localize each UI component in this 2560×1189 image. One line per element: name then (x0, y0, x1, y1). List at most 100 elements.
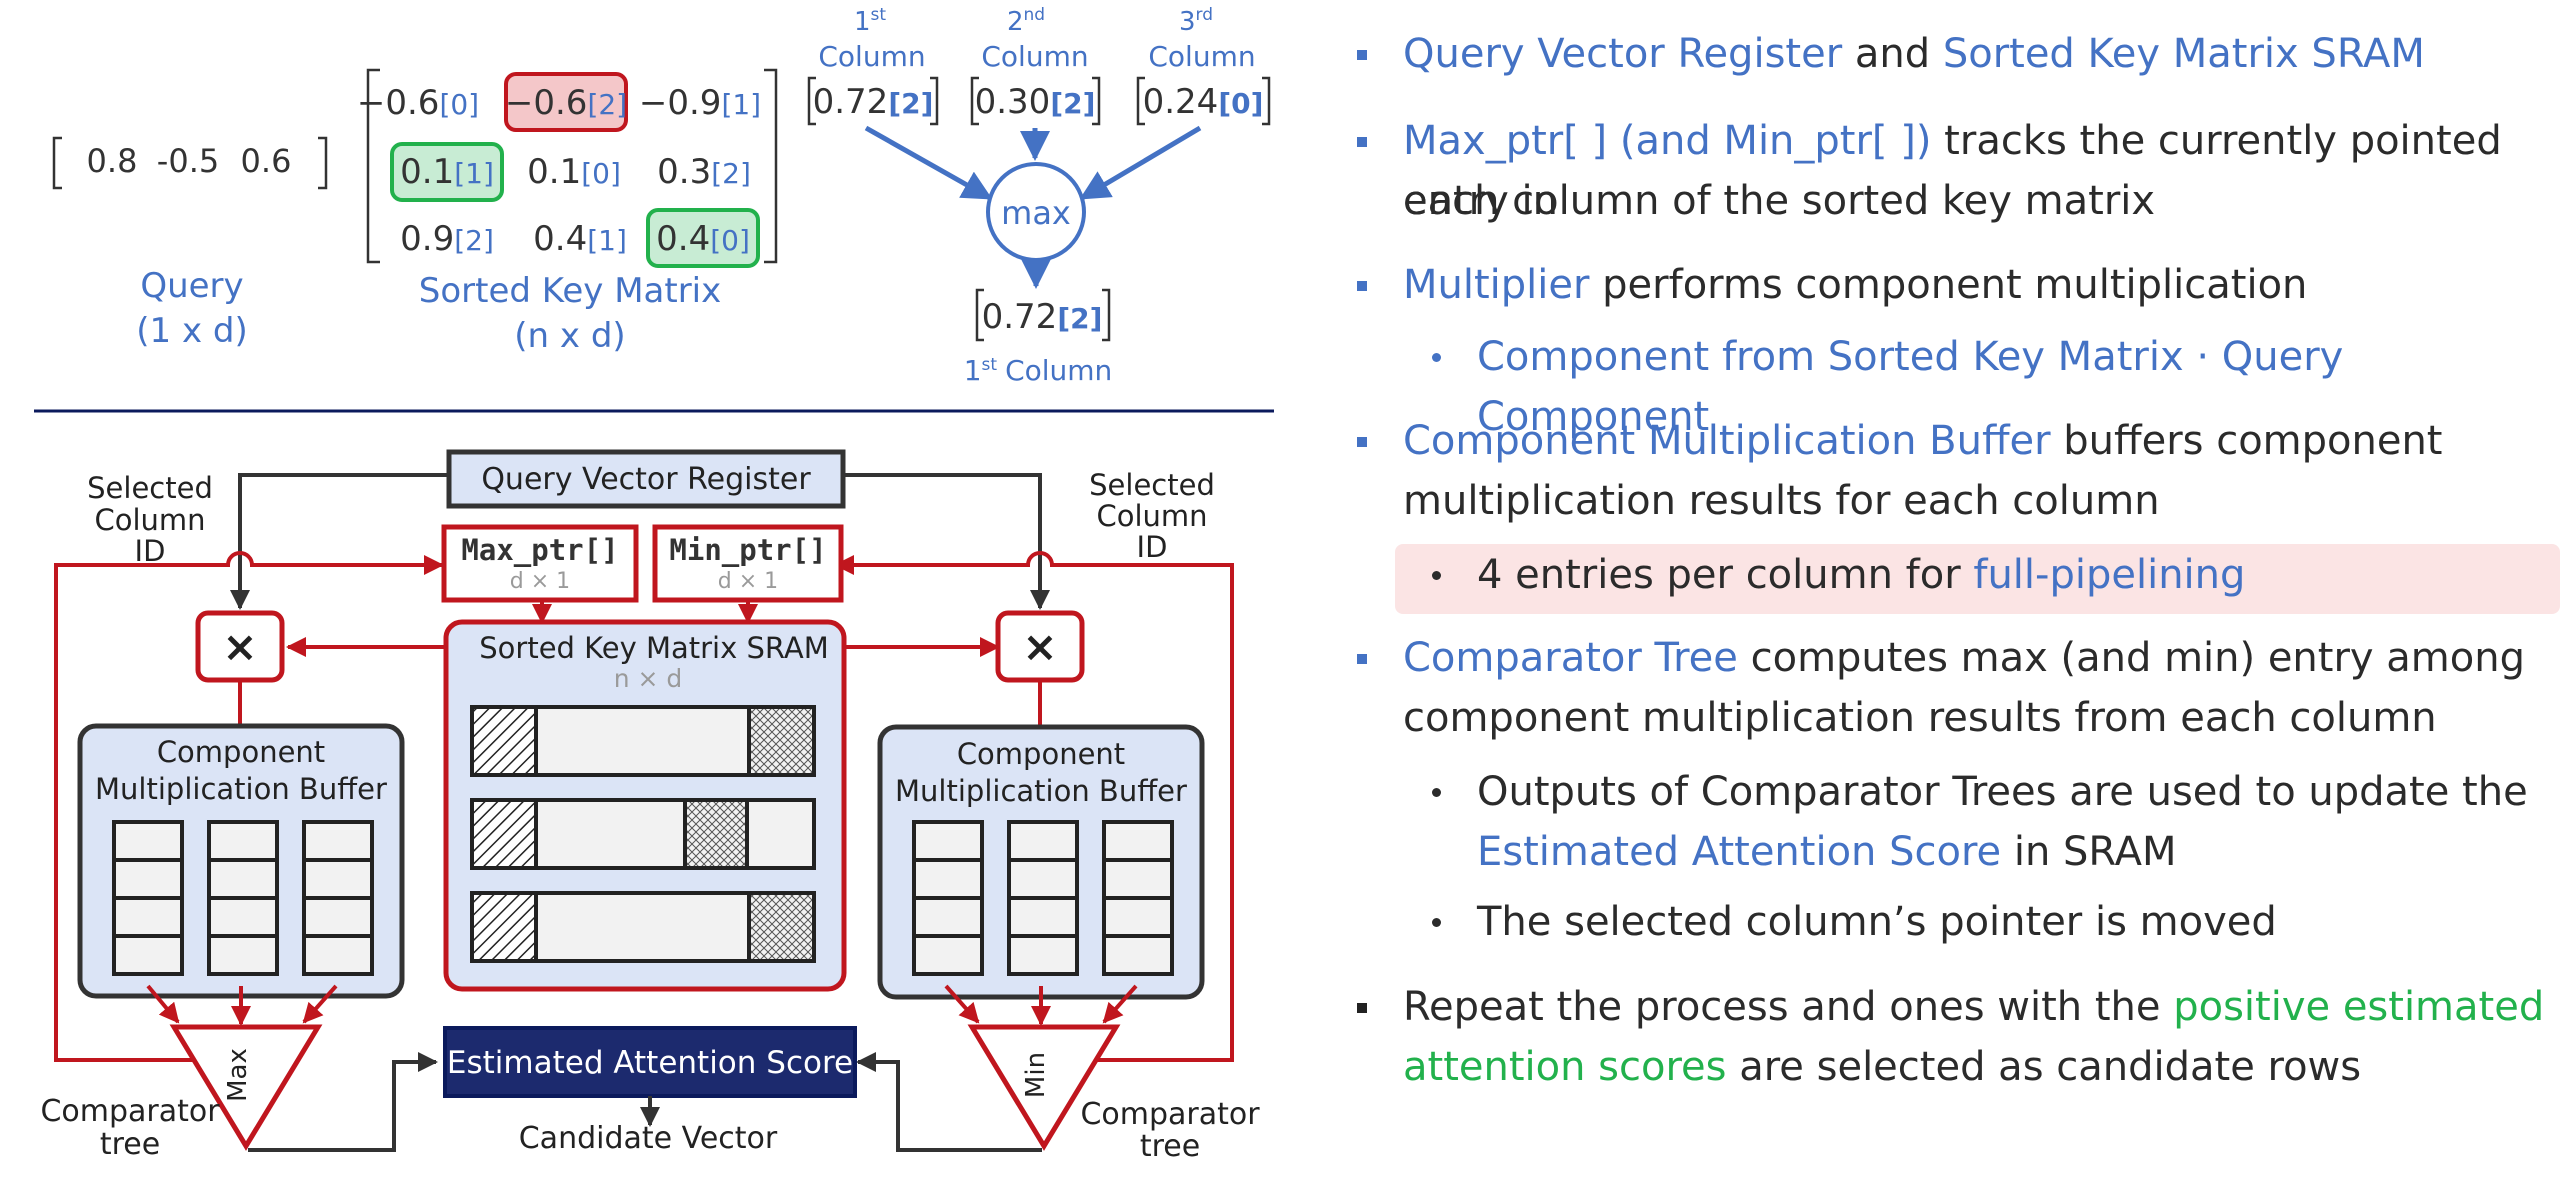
buffer-label: Multiplication Buffer (895, 774, 1187, 808)
query-vector-register (446, 449, 846, 509)
bullet-multiplier: Multiplier performs component multiplica… (1403, 262, 2308, 308)
column-max-value: 0.24[0] (1143, 82, 1264, 122)
query-value: 0.8 (87, 142, 138, 180)
bullet-marker (1357, 50, 1367, 60)
buffer-entry (912, 820, 984, 862)
max-ptr-register (441, 524, 639, 603)
selected-column-id-label: Column (94, 503, 205, 537)
sub-bullet-pointer-moved: The selected column’s pointer is moved (1477, 899, 2277, 945)
buffer-label: Component (957, 737, 1125, 771)
column-word: Column (1148, 40, 1255, 73)
buffer-entry (1102, 896, 1174, 938)
sub-bullet-marker (1432, 918, 1441, 927)
bullet-comparator: Comparator Tree computes max (and min) e… (1403, 635, 2525, 681)
buffer-entry (207, 820, 279, 862)
buffer-entry (112, 820, 184, 862)
buffer-entry (1007, 820, 1079, 862)
query-value: -0.5 (157, 142, 219, 180)
buffer-entry (1007, 934, 1079, 976)
buffer-entry (1007, 858, 1079, 900)
comparator-tree-label: Comparator (40, 1094, 220, 1129)
bullet-marker (1357, 437, 1367, 447)
comparator-tree-label: Comparator (1080, 1097, 1260, 1132)
selected-column-id-label: Column (1096, 499, 1207, 533)
column-max-value: 0.72[2] (813, 82, 934, 122)
sram-row (470, 705, 816, 777)
sub-bullet-outputs-cont: Estimated Attention Score in SRAM (1477, 829, 2177, 875)
bullet-marker (1357, 281, 1367, 291)
multiplier-right (995, 610, 1085, 683)
highlight-min-cell (646, 208, 760, 268)
matrix-cell: −0.6[2] (505, 83, 627, 123)
max-operator-label: max (1001, 194, 1071, 232)
bullet-comparator-cont: component multiplication results from ea… (1403, 695, 2437, 741)
matrix-cell: −0.9[1] (639, 83, 761, 123)
sram-row (470, 891, 816, 963)
buffer-entry (207, 858, 279, 900)
query-vector-register-label: Query Vector Register (481, 462, 811, 497)
candidate-vector-label: Candidate Vector (519, 1121, 778, 1156)
buffer-entry (207, 934, 279, 976)
column-word: Column (818, 40, 925, 73)
bullet-buffer: Component Multiplication Buffer buffers … (1403, 418, 2443, 464)
selected-column-id-label: Selected (87, 471, 213, 505)
buffer-entry (912, 858, 984, 900)
bullet-registers: Query Vector Register and Sorted Key Mat… (1403, 31, 2425, 77)
query-value: 0.6 (241, 142, 292, 180)
multiplier-left (195, 610, 285, 683)
sub-bullet-multiplier: Component from Sorted Key Matrix · Query… (1477, 334, 2344, 440)
bullet-pointers: Max_ptr[ ] (and Min_ptr[ ]) tracks the c… (1403, 118, 2502, 224)
sub-bullet-outputs: Outputs of Comparator Trees are used to … (1477, 769, 2528, 815)
sub-bullet-marker (1432, 353, 1441, 362)
buffer-to-tree-arrows (146, 984, 1138, 1026)
buffer-entry (1102, 858, 1174, 900)
estimated-attention-score-label: Estimated Attention Score (447, 1045, 853, 1081)
query-label: Query (140, 266, 243, 306)
buffer-entry (112, 896, 184, 938)
min-ptr-label: Min_ptr[] (669, 533, 826, 567)
min-ptr-register (652, 524, 844, 603)
selected-column-id-label: ID (135, 534, 166, 568)
buffer-grid (912, 820, 1174, 976)
sorted-key-matrix-example: −0.6[0] −0.6[2] −0.9[1] 0.1[1] 0.1[0] 0.… (357, 68, 778, 356)
column-max-value: 0.30[2] (975, 82, 1096, 122)
bullet-repeat: Repeat the process and ones with the pos… (1403, 984, 2545, 1030)
sub-bullet-marker (1432, 571, 1441, 580)
buffer-entry (302, 858, 374, 900)
bullet-marker (1357, 1003, 1367, 1013)
sram-dims: n × d (614, 664, 683, 693)
multiplier-symbol: × (222, 622, 257, 671)
min-tree-label: Min (1021, 1052, 1051, 1098)
buffer-grid (112, 820, 374, 976)
multiplier-symbol: × (1022, 622, 1057, 671)
column-ordinal: 3rd (1179, 5, 1213, 37)
bullet-buffer-cont: multiplication results for each column (1403, 478, 2160, 524)
max-tree-label: Max (223, 1048, 253, 1102)
highlight-max-cell (504, 72, 628, 132)
max-ptr-label: Max_ptr[] (461, 533, 618, 567)
buffer-entry (302, 896, 374, 938)
matrix-cell: 0.1[0] (527, 152, 621, 192)
buffer-entry (912, 896, 984, 938)
query-example: 0.8 -0.5 0.6 Query (1 x d) (52, 136, 328, 351)
buffer-entry (302, 934, 374, 976)
sorted-key-matrix-label: Sorted Key Matrix (419, 271, 722, 311)
buffer-entry (1102, 934, 1174, 976)
buffer-entry (1102, 820, 1174, 862)
comparator-tree-label: tree (100, 1127, 160, 1162)
max-comparator-tree (169, 1024, 323, 1151)
buffer-entry (1007, 896, 1079, 938)
column-max-example: 1st Column 0.72[2] 2nd Column 0.30[2] 3r… (807, 5, 1271, 387)
sub-bullet-marker (1432, 788, 1441, 797)
selected-column-id-label: Selected (1089, 468, 1215, 502)
diagram-canvas: 0.8 -0.5 0.6 Query (1 x d) −0.6[0] −0.6[… (34, 5, 1274, 1164)
bullet-marker (1357, 137, 1367, 147)
bullet-repeat-cont: attention scores are selected as candida… (1403, 1044, 2362, 1090)
architecture-diagram: Query Vector Register Max_ptr[] d × 1 Mi… (40, 449, 1260, 1164)
column-word: Column (981, 40, 1088, 73)
buffer-entry (912, 934, 984, 976)
matrix-cell: 0.4[1] (533, 219, 627, 259)
matrix-cell: 0.1[1] (400, 152, 494, 192)
matrix-cell: −0.6[0] (357, 83, 479, 123)
